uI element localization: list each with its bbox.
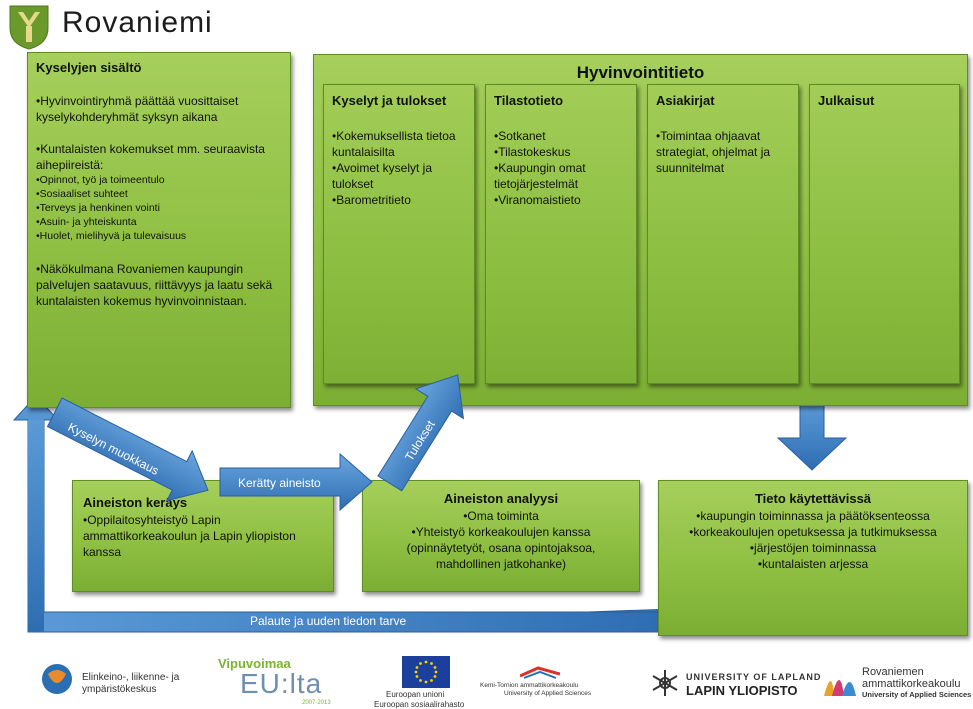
column-tilastotieto: Tilastotieto •Sotkanet •Tilastokeskus •K… — [485, 84, 637, 384]
rovamk-3: University of Applied Sciences — [862, 690, 972, 699]
tieto-line: •kuntalaisten arjessa — [757, 557, 869, 571]
analyysi-title: Aineiston analyysi — [443, 491, 559, 506]
column-title: Asiakirjat — [656, 93, 715, 108]
tieto-title: Tieto käytettävissä — [754, 491, 872, 506]
column-item: •Barometritieto — [332, 193, 411, 207]
tieto-line: •korkeakoulujen opetuksessa ja tutkimuks… — [689, 525, 937, 539]
page-title: Rovaniemi — [62, 6, 213, 39]
column-item: •Kokemuksellista tietoa kuntalaisilta — [332, 129, 456, 159]
column-item: •Kaupungin omat tietojärjestelmät — [494, 161, 586, 191]
analyysi-line: •Oma toiminta — [463, 509, 539, 523]
tieto-line: •järjestöjen toiminnassa — [749, 541, 877, 555]
rovamk-1: Rovaniemen — [862, 666, 924, 678]
vipu-years: 2007-2013 — [302, 700, 331, 706]
lapland-fi: LAPIN YLIOPISTO — [686, 683, 798, 698]
kyselyjen-title: Kyselyjen sisältö — [36, 60, 142, 75]
analyysi-line: (opinnäytetyöt, osana opintojaksoa, — [406, 541, 596, 555]
column-title: Julkaisut — [818, 93, 875, 108]
column-title: Kyselyt ja tulokset — [332, 93, 447, 108]
ely-text: Elinkeino-, liikenne- ja ympäristökeskus — [82, 672, 180, 695]
column-item: •Sotkanet — [494, 129, 546, 143]
lapland-snowflake-icon — [652, 670, 678, 696]
arrow-kyselyn-muokkaus — [46, 397, 209, 502]
kyselyjen-item: •Huolet, mielihyvä ja tulevaisuus — [36, 230, 187, 242]
aineiston-keruu-box: Aineiston keräys •Oppilaitosyhteistyö La… — [72, 480, 334, 592]
column-kyselyt: Kyselyt ja tulokset •Kokemuksellista tie… — [323, 84, 475, 384]
ely-logo-icon — [42, 664, 72, 694]
kyselyjen-item: •Sosiaaliset suhteet — [36, 188, 128, 200]
label-palaute: Palaute ja uuden tiedon tarve — [250, 614, 407, 628]
rovamk-2: ammattikorkeakoulu — [862, 678, 961, 690]
column-item: •Avoimet kyselyt ja tulokset — [332, 161, 433, 191]
tieto-line: •kaupungin toiminnassa ja päätöksenteoss… — [696, 509, 930, 523]
keruu-title: Aineiston keräys — [83, 495, 188, 510]
eu-flag-icon — [402, 656, 450, 688]
rovaniemi-crest-icon — [9, 5, 49, 50]
eu-line2: Euroopan sosiaalirahasto — [374, 700, 465, 709]
vipu-main: EU:lta — [240, 668, 323, 699]
kemi-tornio-logo-icon — [520, 666, 560, 679]
column-item: •Viranomaistieto — [494, 193, 581, 207]
analyysi-line: •Yhteistyö korkeakoulujen kanssa — [411, 525, 591, 539]
aineiston-analyysi-box: Aineiston analyysi •Oma toiminta •Yhteis… — [362, 480, 640, 592]
lapland-en: UNIVERSITY OF LAPLAND — [686, 672, 822, 682]
kyselyjen-item: •Asuin- ja yhteiskunta — [36, 216, 137, 228]
kyselyjen-p1: •Hyvinvointiryhmä päättää vuosittaiset k… — [36, 94, 239, 124]
analyysi-line: mahdollinen jatkohanke) — [435, 557, 567, 571]
kyselyjen-item: •Terveys ja henkinen vointi — [36, 202, 160, 214]
column-julkaisut: Julkaisut — [809, 84, 960, 384]
hyvinvointitieto-title: Hyvinvointitieto — [576, 63, 705, 82]
kyselyjen-p2: •Kuntalaisten kokemukset mm. seuraavista… — [36, 142, 265, 172]
column-title: Tilastotieto — [494, 93, 564, 108]
kyselyjen-sisalto-box: Kyselyjen sisältö •Hyvinvointiryhmä päät… — [27, 52, 291, 408]
rovaniemen-amk-logo-icon — [824, 680, 856, 696]
header: Rovaniemi — [0, 0, 973, 52]
column-item: •Tilastokeskus — [494, 145, 571, 159]
column-item: •Toimintaa ohjaavat strategiat, ohjelmat… — [656, 129, 771, 175]
arrow-tulokset — [377, 374, 465, 492]
footer-logos: Elinkeino-, liikenne- ja ympäristökeskus… — [0, 650, 973, 709]
eu-line1: Euroopan unioni — [386, 690, 445, 699]
kemi-text: Kemi-Tornion ammattikorkeakoulu — [480, 682, 579, 689]
tieto-kaytettavissa-box: Tieto käytettävissä •kaupungin toiminnas… — [658, 480, 968, 636]
keruu-text: •Oppilaitosyhteistyö Lapin ammattikorkea… — [83, 513, 296, 559]
label-keratty-aineisto: Kerätty aineisto — [238, 476, 321, 490]
column-asiakirjat: Asiakirjat •Toimintaa ohjaavat strategia… — [647, 84, 799, 384]
arrow-keratty-aineisto — [219, 452, 373, 512]
kyselyjen-item: •Opinnot, työ ja toimeentulo — [36, 174, 165, 186]
kyselyjen-p3: •Näkökulmana Rovaniemen kaupungin palvel… — [36, 262, 273, 308]
vipu-top: Vipuvoimaa — [218, 656, 291, 671]
kemi-text2: University of Applied Sciences — [504, 690, 592, 697]
